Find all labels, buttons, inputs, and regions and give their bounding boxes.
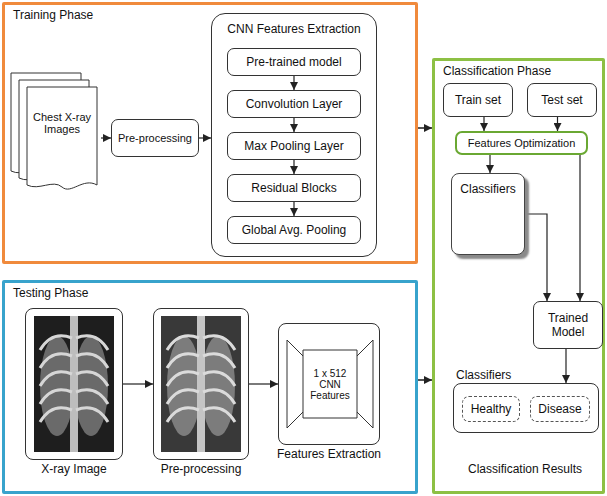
data-box: Test set (527, 83, 597, 117)
process-label: Pre-processing (115, 132, 195, 144)
layer-label: Residual Blocks (248, 181, 339, 195)
connector-arrow (418, 127, 432, 129)
layer-label: Convolution Layer (243, 97, 346, 111)
data-label: Train set (452, 93, 504, 107)
model-label: Trained Model (534, 311, 602, 339)
connector-arrow (483, 117, 484, 131)
connector-arrow (525, 214, 547, 301)
image-caption: X-ray Image (14, 462, 134, 476)
phase-panel: Classification PhaseTrain set Test setFea… (432, 58, 605, 494)
layer-box: Global Avg. Pooling (227, 216, 361, 244)
feature-part (287, 340, 305, 428)
class-label: Healthy (468, 402, 515, 416)
layer-box: Residual Blocks (227, 174, 361, 202)
contrast-overlay (161, 316, 241, 452)
connector-arrow (293, 76, 294, 90)
page-outline (27, 87, 97, 189)
xray-image (34, 316, 114, 452)
class-box: Healthy (462, 396, 520, 422)
panel-title: Classification Phase (443, 64, 551, 78)
result-title: Classifiers (456, 368, 511, 382)
connector-arrow (565, 349, 566, 383)
connector-arrow (249, 383, 278, 384)
connector-arrow (418, 379, 432, 381)
connector-arrow (293, 118, 294, 132)
feature-label: 1 x 512 CNN Features (305, 338, 355, 430)
image-caption: Features Extraction (267, 447, 391, 461)
results-caption: Classification Results (450, 462, 600, 476)
phase-panel: Testing PhaseX-ray ImagePre-processingFe… (2, 280, 418, 494)
layer-box: Pre-trained model (227, 48, 361, 76)
connector-arrow (293, 160, 294, 174)
connector-arrow (199, 137, 211, 138)
connector-arrow (489, 155, 490, 173)
image-box: Pre-processing (153, 308, 249, 460)
result-box: ClassifiersHealthyDisease (453, 383, 599, 433)
image-box: X-ray Image (25, 308, 123, 460)
classifier-label: Classifiers (452, 182, 524, 196)
document-stack: Chest X-ray Images (9, 71, 101, 195)
data-box: Train set (443, 83, 513, 117)
connector-arrow (101, 137, 111, 138)
feature-box: Features Extraction1 x 512 CNN Features (278, 323, 380, 445)
panel-title: Training Phase (13, 8, 93, 22)
panel-title: Testing Phase (13, 286, 88, 300)
group-box: CNN Features ExtractionPre-trained model… (211, 13, 377, 257)
class-label: Disease (535, 402, 584, 416)
connector-arrow (557, 117, 558, 131)
model-box: Trained Model (533, 301, 603, 349)
classifier-box: Classifiers (451, 173, 525, 255)
process-box: Pre-processing (111, 119, 199, 157)
image-caption: Pre-processing (142, 462, 260, 476)
group-title: CNN Features Extraction (212, 22, 376, 36)
xray-image-processed (161, 316, 241, 452)
connector-arrow (579, 155, 580, 301)
connector-arrow (123, 383, 153, 384)
phase-panel: Training PhaseChest X-ray ImagesPre-proc… (2, 2, 418, 264)
class-box: Disease (530, 396, 590, 422)
layer-label: Max Pooling Layer (241, 139, 346, 153)
optimization-box: Features Optimization (455, 131, 588, 155)
feature-shape: 1 x 512 CNN Features (285, 338, 375, 430)
feature-part (355, 340, 373, 428)
layer-box: Convolution Layer (227, 90, 361, 118)
data-label: Test set (538, 93, 585, 107)
layer-label: Pre-trained model (243, 55, 344, 69)
input-label: Chest X-ray Images (28, 111, 96, 135)
layer-box: Max Pooling Layer (227, 132, 361, 160)
connector-arrow (293, 202, 294, 216)
process-label: Features Optimization (465, 137, 579, 149)
layer-label: Global Avg. Pooling (239, 223, 350, 237)
